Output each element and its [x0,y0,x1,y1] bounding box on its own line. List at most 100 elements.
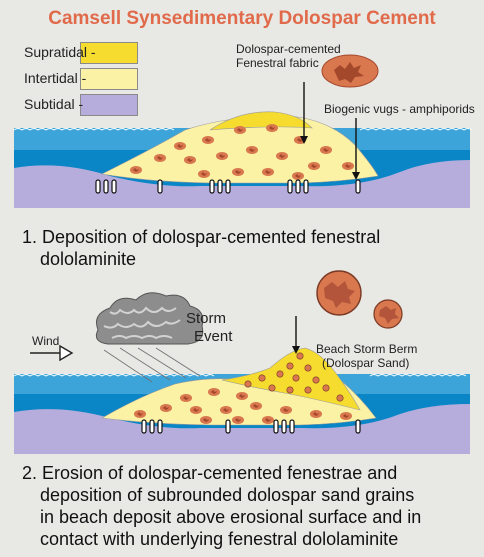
caption-panel-2-line2: deposition of subrounded dolospar sand g… [40,485,415,505]
fenestra-1-core [201,172,207,176]
vug-2 [149,419,155,434]
fenestra-1-core [323,148,329,152]
fenestra-2-core [265,418,271,422]
vugs-callout-arrowhead [352,172,360,180]
vug-1 [209,179,215,194]
dolospar-sand-grain [268,384,276,392]
berm-label-line2: (Dolospar Sand) [322,356,410,370]
diagram-title: Camsell Synsedimentary Dolospar Cement [48,8,436,29]
subtidal-layer-1 [14,160,470,208]
legend-swatch-intertidal [80,68,138,90]
fenestra-1-core [187,158,193,162]
fenestra-2-core [183,396,189,400]
waves-2 [13,374,467,377]
dolospar-sand-grains-group [244,352,344,402]
legend-label-intertidal: Intertidal - [24,70,87,86]
fenestra-1-core [219,154,225,158]
fenestral-fabric-callout-icon [321,54,379,88]
caption-panel-2-line3: in beach deposit above erosional surface… [40,507,422,527]
vug-1 [287,179,293,194]
dolospar-sand-grain [336,394,344,402]
dolospar-sand-grain [322,384,330,392]
fenestra-1-core [205,138,211,142]
dolospar-sand-grain [286,386,294,394]
fenestra-2-core [253,404,259,408]
caption-panel-2-line1: 2. Erosion of dolospar-cemented fenestra… [22,463,398,483]
fenestra-2-core [223,408,229,412]
vug-2 [273,419,279,434]
dolospar-sand-grain [296,352,304,360]
legend-label-supratidal: Supratidal - [24,44,96,60]
fenestra-1-core [133,168,139,172]
fenestra-1-core [297,138,303,142]
legend-swatch-supratidal [80,42,138,64]
vug-1 [295,179,301,194]
dolospar-sand-grain [276,370,284,378]
panel-2-cross-section [13,270,470,454]
amphiporid-vugs-group-1 [95,179,361,194]
waves-1 [13,128,473,131]
caption-panel-1-line1: 1. Deposition of dolospar-cemented fenes… [22,227,381,247]
vug-2 [281,419,287,434]
vug-1 [157,179,163,194]
vug-1 [355,179,361,194]
fenestra-2-core [193,408,199,412]
vug-2 [289,419,295,434]
dolospar-sand-grain [292,374,300,382]
fabric-callout-arrowhead [300,136,308,144]
dolospar-sand-grain [304,364,312,372]
fenestra-1-core [235,170,241,174]
dolospar-grain-callout-icon [316,270,403,329]
legend-label-subtidal: Subtidal - [24,96,84,112]
vug-2 [355,419,361,434]
fenestra-1-core [177,144,183,148]
vugs-callout-label: Biogenic vugs - amphiporids [324,102,475,116]
fenestral-fabric-group-1 [130,124,354,180]
legend-swatch-subtidal [80,94,138,116]
storm-label-line2: Event [194,328,233,345]
storm-label-line1: Storm [186,310,227,327]
dolospar-sand-grain [244,380,252,388]
fenestra-2-core [343,414,349,418]
fenestra-2-core [313,412,319,416]
fabric-callout-line1: Dolospar-cemented [236,42,341,56]
vug-1 [95,179,101,194]
vug-1 [303,179,309,194]
caption-panel-1-line2: dololaminite [40,249,137,269]
storm-cloud-icon [95,292,204,383]
dolospar-sand-grain [312,376,320,384]
fenestra-1-core [295,174,301,178]
fenestra-2-core [239,394,245,398]
fenestra-1-core [265,170,271,174]
beach-storm-berm [221,347,361,411]
fenestra-1-core [345,164,351,168]
fenestra-1-core [279,154,285,158]
fenestra-2-core [203,418,209,422]
vug-1 [111,179,117,194]
fenestra-2-core [137,412,143,416]
dolospar-sand-grain [258,374,266,382]
fenestra-1-core [237,128,243,132]
fabric-callout-line2: Fenestral fabric [236,56,319,70]
wind-arrow-icon [30,344,74,362]
vug-2 [225,419,231,434]
dolospar-sand-grain [286,362,294,370]
fenestra-1-core [269,126,275,130]
vug-1 [103,179,109,194]
caption-panel-2-line4: contact with underlying fenestral dolola… [40,529,399,549]
subtidal-layer-2 [14,404,470,454]
vug-1 [225,179,231,194]
fenestra-1-core [249,148,255,152]
fenestra-1-core [311,164,317,168]
fenestral-fabric-group-2 [134,388,352,424]
berm-label-line1: Beach Storm Berm [316,342,418,356]
berm-callout-arrowhead [292,346,300,354]
wind-label: Wind [32,334,60,348]
vug-2 [141,419,147,434]
supratidal-cap-1 [209,111,313,131]
fenestra-1-core [157,156,163,160]
vug-2 [157,419,163,434]
panel-1-cross-section [13,54,473,208]
amphiporid-vugs-group-2 [141,419,361,434]
